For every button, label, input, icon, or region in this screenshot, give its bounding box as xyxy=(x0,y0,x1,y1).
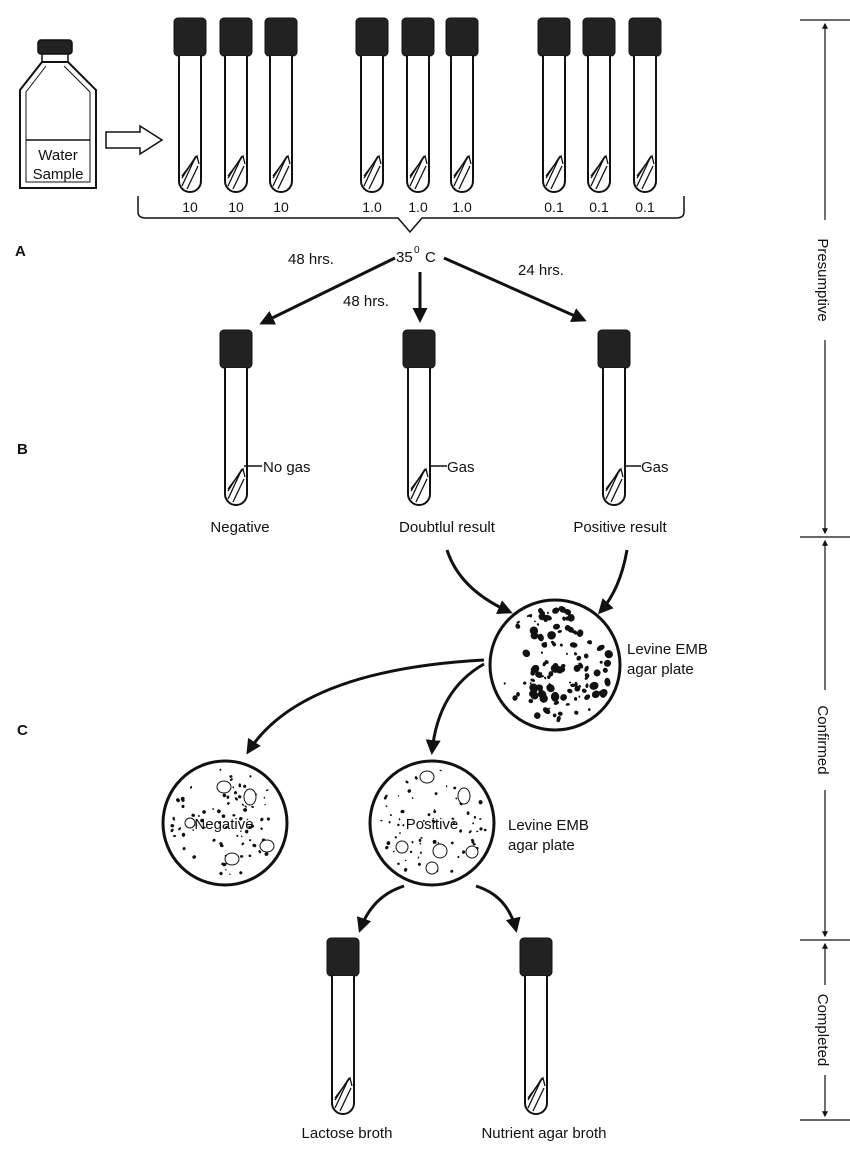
tube-nutrient-broth xyxy=(519,937,553,1115)
result-positive: Positive result xyxy=(573,519,667,536)
section-label-b: B xyxy=(17,441,28,458)
volume-label-2: 10 xyxy=(228,199,244,215)
presumptive-tube-6 xyxy=(445,17,479,193)
arrow-to-negative xyxy=(259,256,396,325)
arrow-to-nutrient-broth xyxy=(475,884,521,933)
positive-plate-label: Positive xyxy=(406,816,459,833)
arrow-plate-to-negative xyxy=(246,658,485,755)
stage-label-completed: Completed xyxy=(814,994,831,1067)
tube-positive xyxy=(597,329,631,506)
volume-label-3: 10 xyxy=(273,199,289,215)
section-label-a: A xyxy=(15,243,26,260)
presumptive-tube-8 xyxy=(582,17,616,193)
arrow-plate-to-positive xyxy=(425,662,485,755)
tube-lactose-broth xyxy=(326,937,360,1115)
gas-label-doubtful: Gas xyxy=(447,459,475,476)
gas-label-positive: Gas xyxy=(641,459,669,476)
levine-emb-plate-confirm xyxy=(488,598,622,732)
section-label-c: C xyxy=(17,722,28,739)
volume-label-7: 0.1 xyxy=(544,199,564,215)
volume-label-6: 1.0 xyxy=(452,199,472,215)
presumptive-tube-7 xyxy=(537,17,571,193)
volume-label-8: 0.1 xyxy=(589,199,609,215)
arrow-to-lactose-broth xyxy=(356,884,405,933)
volume-labels: 10 10 10 1.0 1.0 1.0 0.1 0.1 0.1 xyxy=(182,199,655,215)
completed-tubes xyxy=(326,937,553,1115)
positive-plate xyxy=(368,759,496,887)
negative-plate-label: Negative xyxy=(194,816,253,833)
presumptive-tube-3 xyxy=(264,17,298,193)
temperature-unit: C xyxy=(425,249,436,266)
time-label-middle: 48 hrs. xyxy=(343,293,389,310)
transfer-arrow-icon xyxy=(105,124,164,156)
volume-label-1: 10 xyxy=(182,199,198,215)
stage-scale: Presumptive Confirmed Completed xyxy=(800,19,850,1121)
temperature-degree: 0 xyxy=(414,245,420,256)
presumptive-tube-rack xyxy=(173,17,662,193)
result-doubtful: Doubtlul result xyxy=(399,519,496,536)
tube-doubtful xyxy=(402,329,436,506)
arrow-positive-to-plate xyxy=(597,549,629,615)
arrow-to-positive xyxy=(443,256,587,322)
tube-negative xyxy=(219,329,253,506)
volume-label-4: 1.0 xyxy=(362,199,382,215)
bottle-label-line1: Water xyxy=(38,147,77,164)
presumptive-tube-4 xyxy=(355,17,389,193)
nutrient-broth-label: Nutrient agar broth xyxy=(481,1125,606,1142)
stage-label-presumptive: Presumptive xyxy=(814,238,831,321)
volume-label-9: 0.1 xyxy=(635,199,655,215)
incubation-temperature: 35 0 C xyxy=(396,245,436,266)
stage-label-confirmed: Confirmed xyxy=(814,705,831,774)
stage-b-tubes xyxy=(219,329,631,506)
result-negative: Negative xyxy=(210,519,269,536)
arrow-doubtful-to-plate xyxy=(445,549,513,615)
temperature-value: 35 xyxy=(396,249,413,266)
time-label-left: 48 hrs. xyxy=(288,251,334,268)
emb-plate-label-line1: Levine EMB xyxy=(627,641,708,658)
emb-plate-label-line2: agar plate xyxy=(627,661,694,678)
bottle-label-line2: Sample xyxy=(33,166,84,183)
presumptive-tube-5 xyxy=(401,17,435,193)
presumptive-tube-9 xyxy=(628,17,662,193)
positive-plate-side-label-line1: Levine EMB xyxy=(508,817,589,834)
volume-label-5: 1.0 xyxy=(408,199,428,215)
tube-group-bracket xyxy=(137,196,685,234)
presumptive-tube-2 xyxy=(219,17,253,193)
gas-label-negative: No gas xyxy=(263,459,311,476)
presumptive-tube-1 xyxy=(173,17,207,193)
positive-plate-side-label-line2: agar plate xyxy=(508,837,575,854)
lactose-broth-label: Lactose broth xyxy=(302,1125,393,1142)
time-label-right: 24 hrs. xyxy=(518,262,564,279)
negative-plate xyxy=(161,759,289,887)
water-sample-bottle: Water Sample xyxy=(19,39,97,189)
